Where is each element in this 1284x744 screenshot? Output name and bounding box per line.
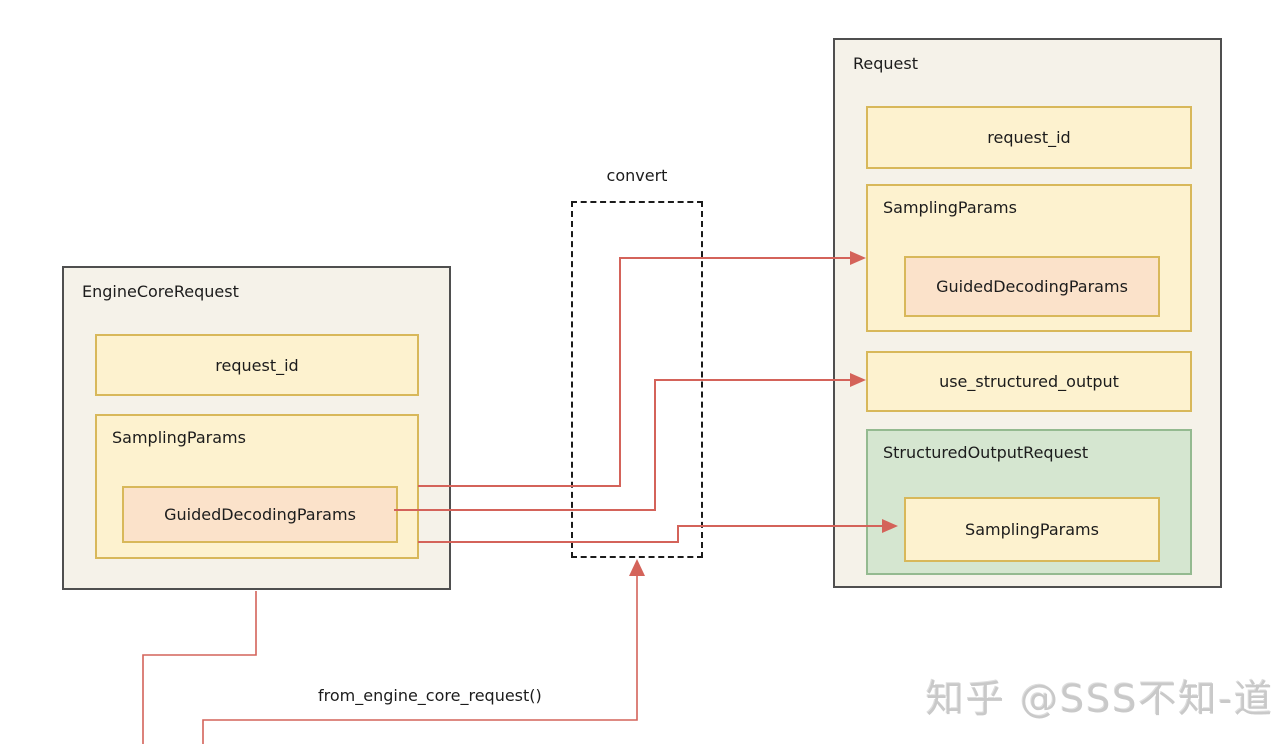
arrow-from-engine-core-request-to-convert [202, 575, 638, 744]
request-sampling-params-group: SamplingParams GuidedDecodingParams [866, 184, 1192, 332]
engine-request-id-label: request_id [215, 355, 299, 375]
use-structured-output-label: use_structured_output [939, 372, 1119, 391]
request-title: Request [853, 54, 918, 73]
watermark-text: 知乎 @SSS不知-道 [926, 677, 1275, 721]
line-engine-core-request-exit [142, 591, 257, 744]
structured-output-request-group: StructuredOutputRequest SamplingParams [866, 429, 1192, 575]
request-sampling-params-label: SamplingParams [883, 198, 1017, 217]
engine-sampling-params-label: SamplingParams [112, 428, 246, 447]
request-guided-decoding-params-field: GuidedDecodingParams [904, 256, 1160, 317]
request-box: Request request_id SamplingParams Guided… [833, 38, 1222, 588]
structured-output-request-label: StructuredOutputRequest [883, 443, 1089, 462]
arrow-from-engine-core-request-to-convert-head [629, 559, 645, 576]
structured-sampling-params-field: SamplingParams [904, 497, 1160, 562]
request-guided-decoding-params-label: GuidedDecodingParams [936, 277, 1128, 296]
engine-core-request-title: EngineCoreRequest [82, 282, 239, 301]
engine-guided-decoding-params-field: GuidedDecodingParams [122, 486, 398, 543]
engine-request-id-field: request_id [95, 334, 419, 396]
engine-sampling-params-group: SamplingParams GuidedDecodingParams [95, 414, 419, 559]
request-id-field: request_id [866, 106, 1192, 169]
engine-core-request-box: EngineCoreRequest request_id SamplingPar… [62, 266, 451, 590]
request-id-label: request_id [987, 128, 1071, 147]
structured-sampling-params-label: SamplingParams [965, 520, 1099, 539]
engine-guided-decoding-params-label: GuidedDecodingParams [164, 505, 356, 524]
from-engine-core-request-label: from_engine_core_request() [318, 686, 542, 705]
convert-label: convert [606, 166, 668, 185]
use-structured-output-field: use_structured_output [866, 351, 1192, 412]
convert-box [571, 201, 703, 558]
